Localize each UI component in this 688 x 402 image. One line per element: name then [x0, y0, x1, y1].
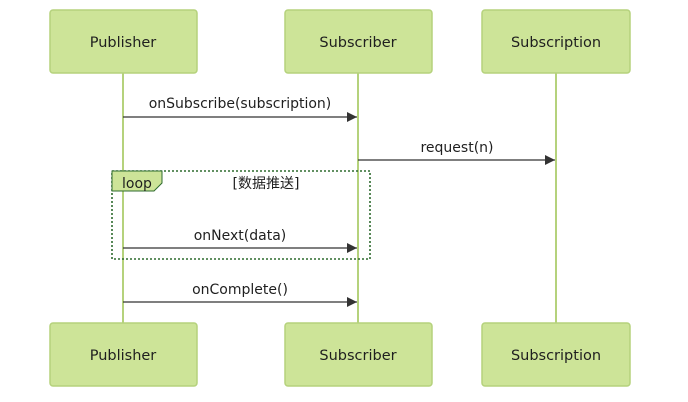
message-label: onSubscribe(subscription) [149, 96, 332, 112]
actor-top-publisher: Publisher [49, 9, 198, 74]
actor-bottom-subscription: Subscription [481, 322, 631, 387]
loop-frame: loop [数据推送] [111, 170, 371, 260]
actor-label: Subscriber [319, 348, 396, 364]
actor-box [49, 9, 198, 74]
loop-condition: [数据推送] [233, 176, 300, 192]
loop-keyword: loop [122, 176, 152, 192]
message-onsubscribe: onSubscribe(subscription) [123, 96, 357, 122]
actor-box [49, 322, 198, 387]
actor-box [284, 322, 433, 387]
actor-bottom-publisher: Publisher [49, 322, 198, 387]
message-onnext: onNext(data) [123, 228, 357, 253]
actor-top-subscription: Subscription [481, 9, 631, 74]
actor-label: Publisher [90, 348, 157, 364]
message-label: onComplete() [192, 282, 288, 298]
actor-label: Publisher [90, 35, 157, 51]
actor-label: Subscriber [319, 35, 396, 51]
actor-label: Subscription [511, 35, 601, 51]
actor-bottom-subscriber: Subscriber [284, 322, 433, 387]
message-request: request(n) [358, 140, 555, 165]
actor-top-subscriber: Subscriber [284, 9, 433, 74]
message-oncomplete: onComplete() [123, 282, 357, 307]
loop-box [111, 170, 371, 260]
loop-tab [111, 170, 163, 192]
actor-box [481, 322, 631, 387]
actor-label: Subscription [511, 348, 601, 364]
actor-box [284, 9, 433, 74]
message-label: request(n) [420, 140, 493, 156]
message-label: onNext(data) [194, 228, 287, 244]
actor-box [481, 9, 631, 74]
